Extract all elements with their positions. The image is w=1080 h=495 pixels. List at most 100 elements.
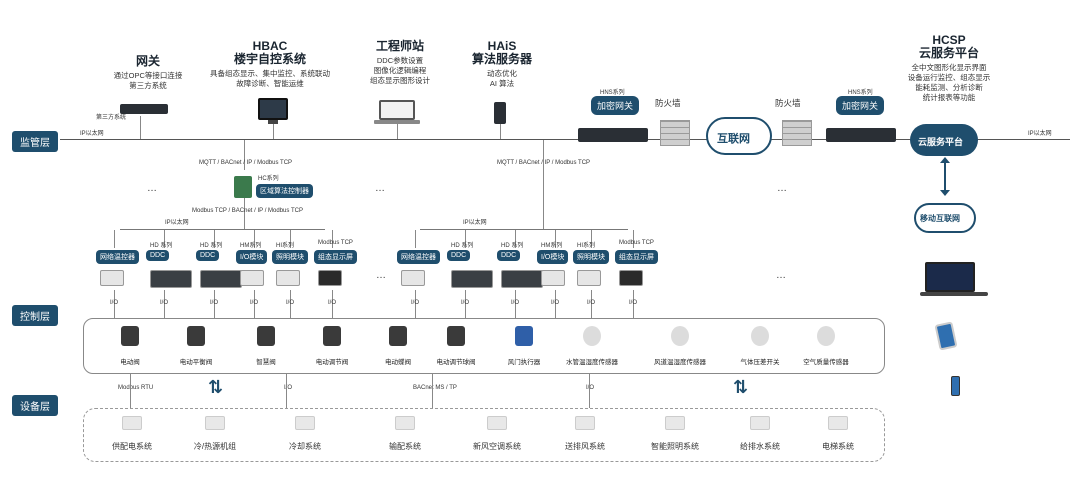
system-label: 冷却系统 — [289, 442, 321, 451]
io-label: I/O — [551, 300, 560, 306]
ctrl-label: 网络温控器 — [397, 250, 440, 264]
system-label: 电梯系统 — [822, 442, 854, 451]
updown-arrow-icon-right: ⇅ — [733, 377, 749, 397]
io-drop — [515, 290, 516, 318]
bus-label-2: I/O — [284, 385, 293, 391]
server-icon — [494, 102, 506, 124]
encrypt-gateway-device-2 — [826, 128, 896, 142]
mobile-internet-label: 移动互联网 — [920, 214, 960, 223]
io-label: I/O — [587, 300, 596, 306]
ctrl-drop — [415, 230, 416, 248]
field-device-icon — [447, 326, 465, 346]
left-trunk-1 — [244, 140, 245, 170]
ctrl-device-icon — [200, 270, 242, 288]
arrow-down-icon — [940, 190, 950, 196]
hbac-link — [273, 124, 274, 139]
client-laptop-base-icon — [920, 292, 988, 296]
client-phone-icon — [951, 376, 960, 396]
bus-label-1: Modbus RTU — [118, 385, 154, 391]
field-device-label: 智慧阀 — [256, 359, 276, 366]
hais-line-2: AI 算法 — [489, 79, 515, 88]
gateway-block: 网关 通过OPC等接口连接 第三方系统 — [108, 55, 188, 91]
system-icon — [295, 416, 315, 430]
ctrl-drop — [515, 230, 516, 248]
io-label: I/O — [411, 300, 420, 306]
cloud-mobile-link — [944, 162, 946, 192]
updown-arrow-icon-left: ⇅ — [208, 377, 224, 397]
hcsp-title-1: HCSP — [932, 33, 966, 47]
firewall-1-icon — [660, 120, 690, 146]
ctrl-device-icon — [401, 270, 425, 286]
hais-title-1: HAiS — [487, 39, 517, 53]
engineer-line-1: DDC参数设置 — [376, 56, 424, 65]
ip-backbone — [60, 139, 1070, 140]
firewall-2-icon — [782, 120, 812, 146]
field-device-icon — [583, 326, 601, 346]
bus-label-3: BACnet MS / TP — [413, 385, 457, 391]
engineer-link — [397, 124, 398, 139]
system-icon — [665, 416, 685, 430]
io-drop — [254, 290, 255, 318]
ctrl-device-icon — [240, 270, 264, 286]
hbac-block: HBAC 楼宇自控系统 具备组态显示、集中监控、系统联动 故障诊断、智能运维 — [205, 40, 335, 89]
engineer-title: 工程师站 — [375, 39, 424, 53]
layer-tag-device: 设备层 — [12, 395, 58, 416]
field-device-icon — [257, 326, 275, 346]
field-device-icon — [515, 326, 533, 346]
internet-label: 互联网 — [717, 133, 750, 145]
ctrl-series: Modbus TCP — [619, 240, 654, 246]
local-ip-label-right: IP以太网 — [463, 220, 487, 226]
hc-series: HC系列 — [258, 176, 279, 182]
ctrl-drop — [591, 230, 592, 248]
ctrl-label: DDC — [497, 250, 521, 261]
hais-link — [500, 124, 501, 139]
system-box — [83, 408, 885, 462]
hcsp-line-4: 统计报表等功能 — [922, 93, 976, 102]
system-label: 供配电系统 — [112, 442, 152, 451]
io-drop — [591, 290, 592, 318]
ctrl-label: I/O模块 — [236, 250, 268, 264]
ctrl-label: DDC — [196, 250, 220, 261]
ip-label-right: IP以太网 — [1028, 131, 1052, 137]
system-icon — [828, 416, 848, 430]
io-label: I/O — [286, 300, 295, 306]
layer-tag-control: 控制层 — [12, 305, 58, 326]
field-device-icon — [817, 326, 835, 346]
hais-line-1: 动态优化 — [487, 69, 517, 78]
ellipsis-5: … — [776, 270, 786, 281]
hc-controller-label: 区域算法控制器 — [256, 184, 313, 198]
firewall-1-label: 防火墙 — [655, 98, 681, 108]
field-device-icon — [671, 326, 689, 346]
ctrl-device-icon — [577, 270, 601, 286]
ctrl-label: DDC — [146, 250, 170, 261]
ctrl-label: 照明模块 — [272, 250, 308, 264]
field-device-icon — [121, 326, 139, 346]
ctrl-label: 组态显示屏 — [615, 250, 658, 264]
gateway-link — [140, 116, 141, 139]
bus-line-2 — [286, 374, 287, 408]
io-drop — [114, 290, 115, 318]
monitor-icon — [258, 98, 288, 120]
field-device-icon — [389, 326, 407, 346]
ctrl-drop — [164, 230, 165, 248]
hc-controller-icon — [234, 176, 252, 198]
gateway-line-2: 第三方系统 — [129, 81, 167, 90]
hcsp-line-2: 设备运行监控、组态显示 — [907, 73, 991, 82]
ctrl-device-icon — [100, 270, 124, 286]
io-label: I/O — [160, 300, 169, 306]
hcsp-block: HCSP 云服务平台 全中文图形化显示界面 设备运行监控、组态显示 能耗监测、分… — [893, 34, 1005, 103]
ctrl-series: HD 系列 — [150, 243, 173, 249]
field-device-label: 电动蝶阀 — [385, 359, 411, 366]
ctrl-drop — [555, 230, 556, 248]
system-label: 智能照明系统 — [651, 442, 699, 451]
field-device-label: 电动调节球阀 — [436, 359, 476, 366]
system-icon — [395, 416, 415, 430]
hcsp-line-3: 能耗监测、分析诊断 — [915, 83, 983, 92]
client-tablet-icon — [934, 321, 958, 351]
cloud-platform-icon — [910, 124, 978, 156]
field-device-label: 电动调节阀 — [315, 359, 349, 366]
ctrl-series: HM系列 — [240, 243, 262, 249]
hns-series-1: HNS系列 — [600, 90, 625, 96]
io-drop — [214, 290, 215, 318]
ctrl-label: DDC — [447, 250, 471, 261]
